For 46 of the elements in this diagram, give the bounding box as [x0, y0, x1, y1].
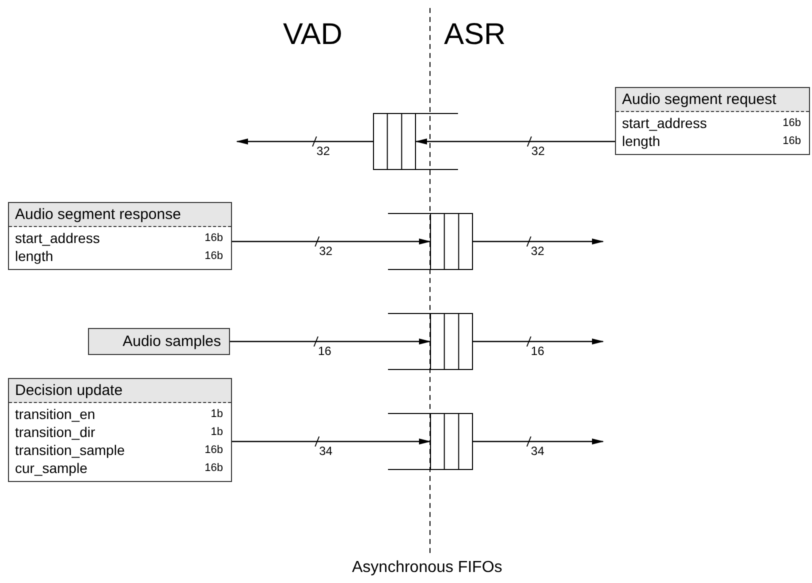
- message-box: [8, 378, 232, 482]
- field-width: 1b: [210, 408, 223, 420]
- domain-heading: ASR: [444, 18, 506, 52]
- arrow: [236, 138, 373, 144]
- fifo-drawing: [388, 313, 473, 370]
- bus-width-label: 16: [318, 344, 332, 358]
- caption: Asynchronous FIFOs: [352, 559, 502, 577]
- field-width: 16b: [204, 250, 223, 262]
- field-name: length: [15, 248, 54, 264]
- field-name: transition_sample: [15, 442, 125, 458]
- message-box: [615, 87, 810, 155]
- bus-width-label: 34: [530, 444, 544, 458]
- bus-width-label: 32: [530, 244, 544, 258]
- field-name: start_address: [15, 230, 100, 246]
- arrow: [415, 138, 615, 144]
- fifo-drawing: [388, 213, 473, 270]
- field-width: 16b: [204, 462, 223, 474]
- bus-width-label: 32: [316, 144, 330, 158]
- field-name: transition_en: [15, 406, 96, 422]
- message-title: Audio samples: [89, 329, 229, 354]
- bus-width-label: 34: [319, 444, 332, 458]
- arrow: [230, 338, 431, 344]
- field-name: length: [622, 133, 660, 149]
- field-width: 16b: [204, 444, 223, 456]
- arrow: [473, 238, 604, 244]
- bus-width-label: 16: [530, 344, 544, 358]
- fifo-drawing: [373, 113, 458, 170]
- field-width: 1b: [210, 426, 223, 438]
- message-title: Audio segment response: [9, 203, 231, 227]
- bus-width-label: 32: [531, 144, 545, 158]
- arrow: [232, 438, 431, 444]
- field-name: start_address: [622, 115, 707, 131]
- arrow: [473, 338, 604, 344]
- field-width: 16b: [204, 232, 223, 244]
- fifo-drawing: [388, 413, 473, 470]
- message-box: [8, 202, 232, 270]
- arrow: [473, 438, 604, 444]
- message-title: Decision update: [9, 379, 231, 403]
- arrow: [232, 238, 431, 244]
- bus-width-label: 32: [319, 244, 332, 258]
- field-name: cur_sample: [15, 460, 88, 476]
- field-name: transition_dir: [15, 424, 96, 440]
- domain-heading: VAD: [283, 18, 342, 52]
- field-width: 16b: [782, 117, 801, 129]
- message-title: Audio segment request: [616, 88, 809, 112]
- field-width: 16b: [782, 135, 801, 147]
